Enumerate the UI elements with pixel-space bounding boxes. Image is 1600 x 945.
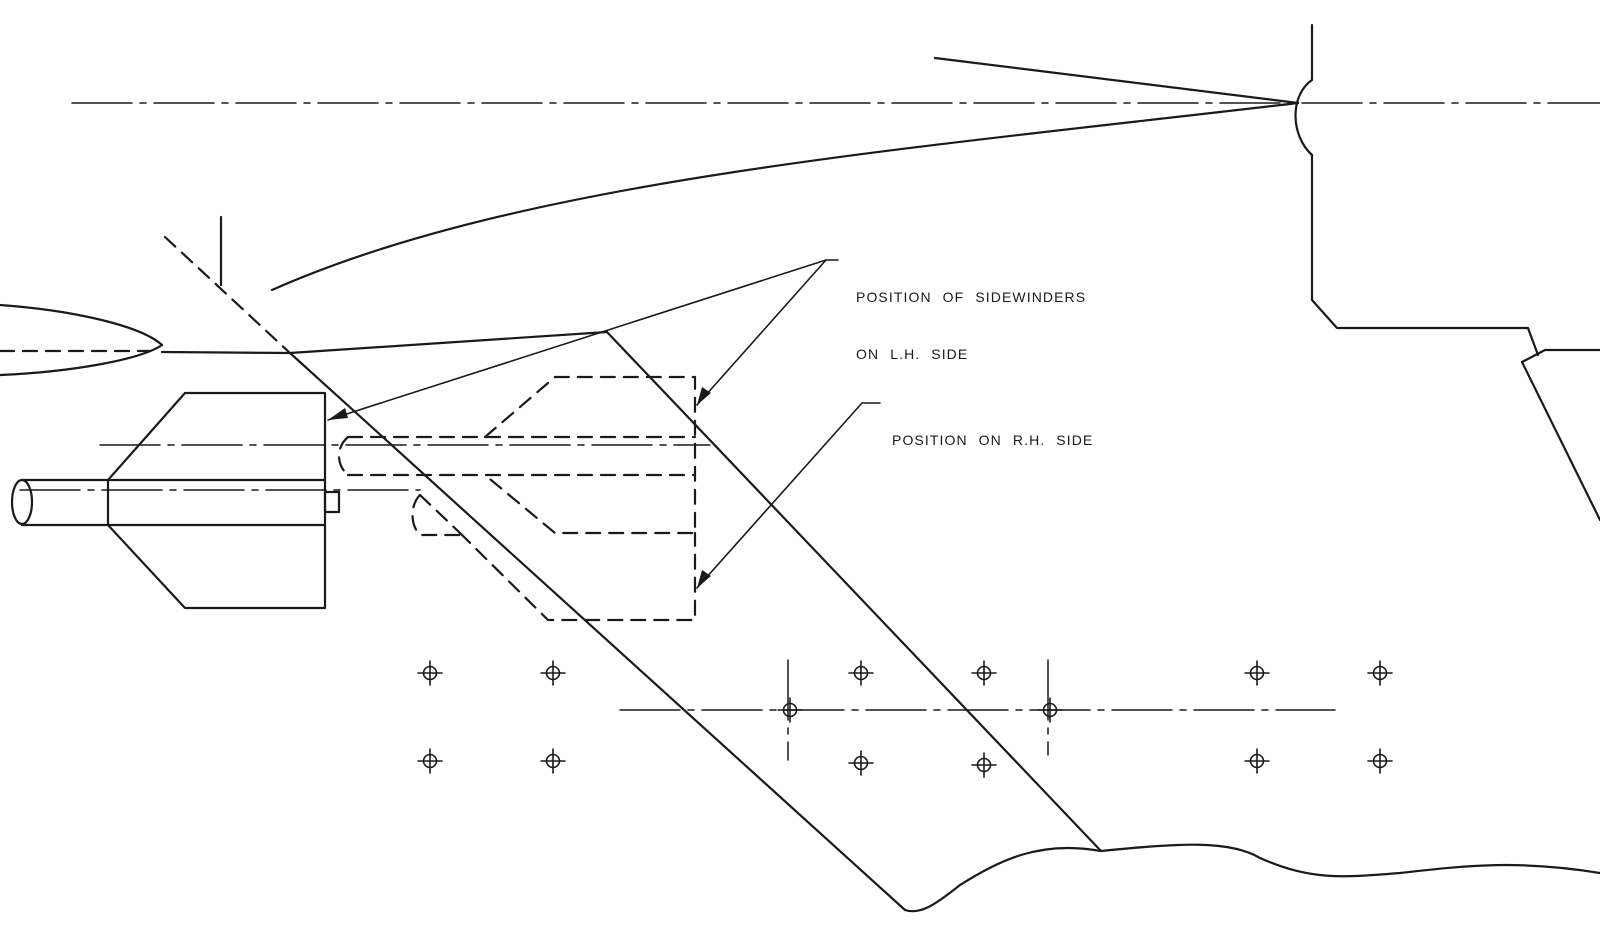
lower-fuselage-curve: [270, 101, 1300, 292]
leader-arrowhead-dashed: [697, 387, 711, 405]
sidewinder-body-end: [10, 478, 34, 526]
sidewinder-right-side: [337, 375, 697, 622]
leader-left-to-dashed: [696, 259, 827, 406]
drop-tank-lower: [0, 343, 164, 377]
callout-left-line1: POSITION OF SIDEWINDERS: [856, 289, 1087, 305]
leader-left-to-missile: [327, 259, 839, 421]
fastener-mark: [540, 748, 566, 774]
fastener-mark: [777, 697, 803, 723]
fastener-mark: [848, 660, 874, 686]
dashed-missile-lower: [458, 531, 697, 622]
callout-right-line1: POSITION ON R.H. SIDE: [892, 432, 1094, 448]
sidewinder-fin-outline: [106, 391, 327, 610]
fastener-mark: [1037, 697, 1063, 723]
drop-tank-upper: [0, 303, 164, 347]
wing: [163, 215, 1600, 913]
wing-leading-edge-dashed: [163, 235, 292, 355]
sidewinder-connector: [323, 490, 341, 514]
dashed-missile-lower-nose: [411, 493, 462, 537]
callout-left-line2: ON L.H. SIDE: [856, 346, 969, 362]
dashed-missile-upper: [483, 375, 697, 535]
fastener-mark: [540, 660, 566, 686]
dashed-missile-lower-body: [418, 493, 462, 535]
sidewinder-body-tube: [20, 478, 110, 527]
wing-root-line: [160, 350, 292, 355]
drop-tank: [0, 303, 292, 377]
nose-section: [270, 23, 1600, 522]
callout-right-side: POSITION ON R.H. SIDE: [892, 393, 1093, 469]
fastener-mark: [971, 752, 997, 778]
fastener-mark: [417, 748, 443, 774]
fastener-mark: [1367, 660, 1393, 686]
intake-lip: [1520, 348, 1600, 364]
dashed-missile-upper-nose: [337, 435, 350, 477]
centerlines: [19, 102, 1600, 761]
wing-leading-edge: [288, 351, 962, 913]
leader-lines: [327, 259, 881, 589]
leader-right-side: [696, 402, 881, 589]
fastener-mark: [1244, 748, 1270, 774]
sidewinder-left-side: [10, 391, 341, 610]
fastener-mark: [971, 660, 997, 686]
wing-root-chord: [288, 330, 609, 355]
fastener-mark: [1367, 748, 1393, 774]
wing-break-line: [958, 843, 1600, 887]
upper-fuselage-line: [933, 56, 1300, 105]
nose-tip-arc: [1294, 23, 1314, 157]
fastener-mark: [1244, 660, 1270, 686]
leader-arrowhead-right: [697, 570, 711, 588]
intake-ramp: [1520, 360, 1600, 522]
callout-left-side: POSITION OF SIDEWINDERS ON L.H. SIDE: [856, 250, 1086, 383]
fastener-marks: [417, 660, 1393, 778]
fastener-mark: [848, 750, 874, 776]
fastener-mark: [417, 660, 443, 686]
leader-arrowhead-left: [328, 408, 348, 420]
wing-trailing-edge: [605, 330, 1103, 853]
intake-outline: [1310, 153, 1540, 357]
